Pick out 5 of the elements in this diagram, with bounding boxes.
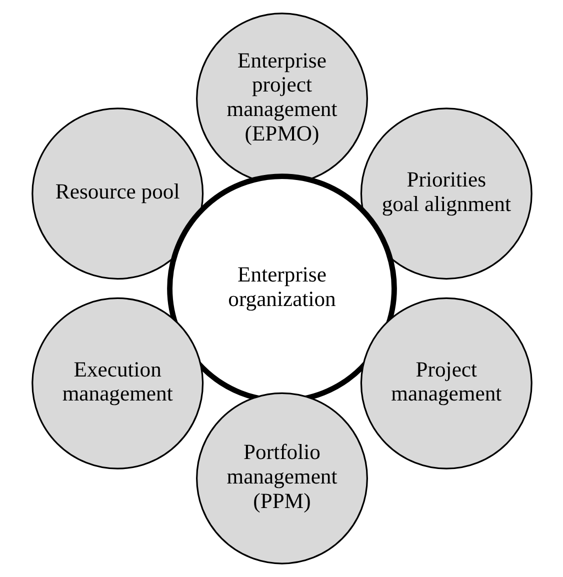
node-circle: Priorities goal alignment — [360, 108, 532, 280]
node-circle: Resource pool — [31, 108, 204, 280]
node-circle: Project management — [360, 297, 532, 470]
node-circle: Portfolio management (PPM) — [196, 392, 368, 564]
node-circle: Execution management — [31, 297, 204, 470]
